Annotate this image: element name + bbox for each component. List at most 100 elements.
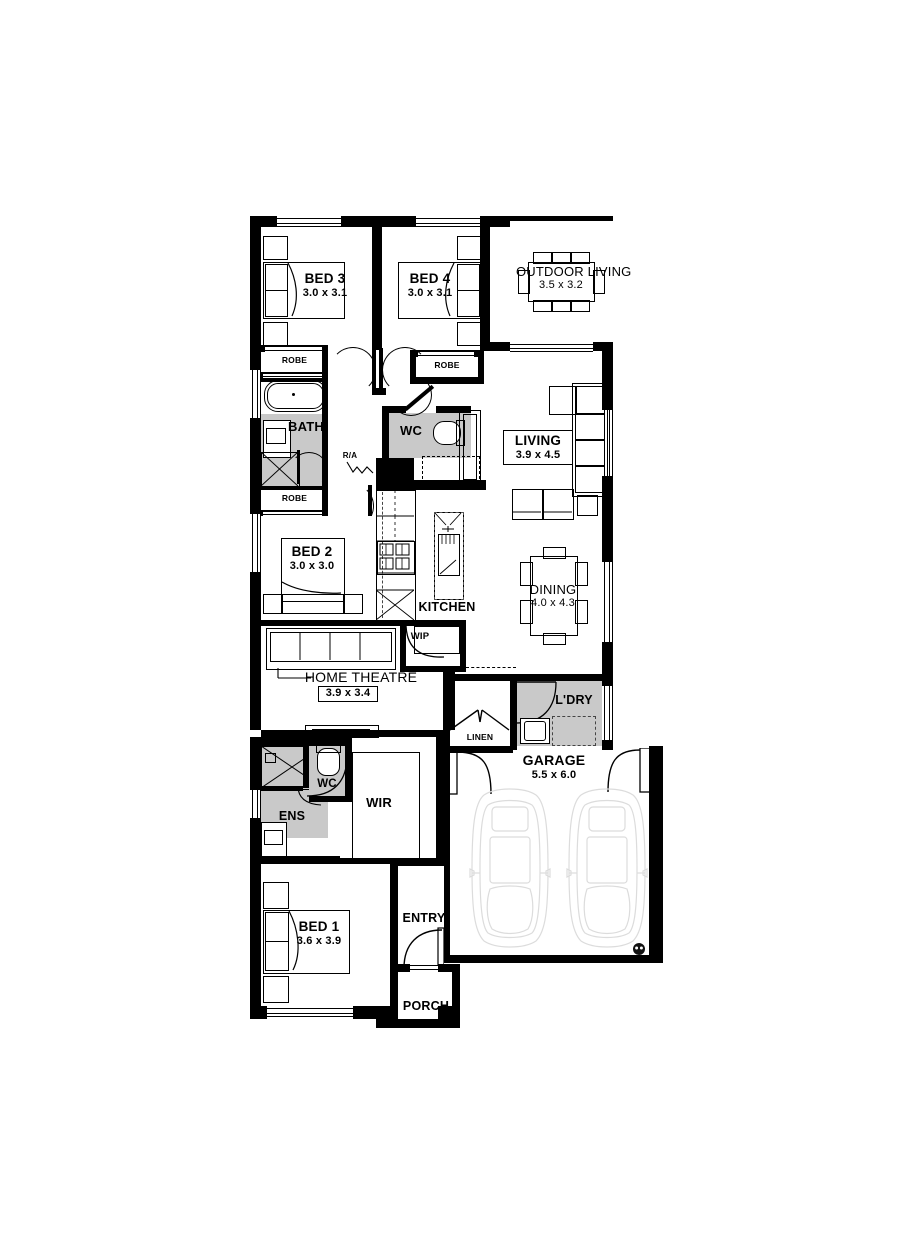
bed2-nightstand-l [263,594,283,614]
bed4-nightstand-top [457,236,481,260]
wall-ens-left-b [250,818,261,858]
bed1-pillow-a [265,912,289,942]
wall-garage-right [649,746,663,963]
label-ldry: L'DRY [555,693,593,707]
bed4-bed [398,262,481,319]
wall-theatre-top [261,620,406,626]
bed3-pillow-a [265,264,288,291]
wall-theatre-left [250,620,261,730]
bed3-bed [263,262,345,319]
door-leaf-bed2 [368,485,372,529]
wall-left-robe3 [250,344,261,370]
bed1-nightstand-top [263,882,289,909]
room-wir [352,746,436,864]
wall-right-mid [602,476,613,562]
living-side-table [577,495,598,516]
wall-robe3-right [322,345,328,378]
kitchen-pantry-tall-inner [463,414,477,480]
wip-shelf [414,626,460,654]
label-wc-main: WC [399,423,423,438]
kitchen-island-dash [434,512,464,600]
wall-ldry-top [516,674,613,681]
wall-wip-top [400,620,466,626]
wall-wir-bottom [340,858,444,866]
wall-wc-left [382,406,389,458]
wall-robe4-bottom [410,377,484,384]
living-sofa-corner [575,386,605,415]
outdoor-chair-b2 [552,300,571,312]
wall-ldry-right [602,674,613,686]
wall-right-lower [602,642,613,684]
wall-porch-left [390,962,398,1026]
car-outline-left [469,788,551,948]
wall-outdoor-bottom-l [484,342,510,351]
space-robe-bed3 [261,352,328,372]
wall-outdoor-top [510,216,613,221]
label-entry: ENTRY [402,911,446,925]
kitchen-island-detail [434,512,462,575]
door-leaf-bed4 [379,348,383,392]
wall-ens-shower-base [261,786,303,791]
door-leaf-bed3 [372,348,376,392]
ens-shower-head [265,753,276,763]
bed4-quilt-fold [445,262,455,317]
garage-floor-waste-icon [633,943,645,955]
living-sofa-seg2 [575,439,605,467]
living-sofa-l [549,386,577,415]
kitchen-tall-cupboard [444,406,464,408]
wall-top-mid [341,216,416,227]
wall-between-bed3-bed4 [372,227,382,350]
bed3-quilt-fold [287,262,297,317]
wall-ens-top [250,737,352,746]
living-sofa-outline [572,383,608,497]
bed2-bed [281,538,345,602]
bed2-pillow-row [281,594,345,614]
window-bed4 [416,218,480,227]
door-arc-ens-shower [297,785,322,806]
bath-shower-cross [261,452,298,486]
wall-linen-left [443,710,450,750]
ens-wc-cistern [316,745,341,753]
wall-garage-top-strip [443,674,517,681]
wall-bath-bottom [261,486,328,490]
bed2-quilt-fold [281,581,342,594]
sliding-door-outdoor [510,344,593,352]
wall-top-left [250,216,277,227]
door-leaf-bath [297,450,300,484]
window-ldry [604,684,613,740]
outdoor-table [528,262,595,302]
space-robe-bed2 [261,490,328,510]
wall-ens-bottom [250,856,340,864]
living-chair-2 [543,489,574,520]
wall-wcens-bottom [309,796,352,802]
dining-chair-t [543,547,566,559]
dining-chair-r2 [575,600,588,624]
outdoor-chair-t1 [533,252,552,264]
dining-chair-r1 [575,562,588,586]
kitchen-sink [438,534,460,576]
wc-cistern [456,420,465,446]
bed1-quilt-fold [288,910,299,971]
wall-left-bed2 [250,572,261,620]
wall-kitchen-block-2 [414,480,486,490]
outdoor-chair-r [593,270,605,294]
bed4-nightstand-bottom [457,322,481,346]
label-home-theatre-dim: 3.9 x 3.4 [318,686,378,702]
space-linen [450,730,510,746]
wall-garage-left [443,753,450,963]
label-bed1: BED 1 3.6 x 3.9 [296,919,342,947]
label-outdoor-living: OUTDOOR LIVING 3.5 x 3.2 [516,264,632,292]
theatre-sofa-seats [270,632,392,662]
bath-tub-drain [292,393,295,396]
wall-porch-step-l [376,1006,398,1028]
wall-entry-bottom-r [438,964,452,972]
wall-bed1-left [250,858,261,1006]
room-bed2 [261,516,372,620]
wall-hall-stub [372,388,386,395]
label-robe-bed2: ROBE [281,493,308,503]
beam-dashed [466,667,516,668]
label-dining: DINING 4.0 x 4.3 [529,582,577,610]
door-arc-garage-left [447,750,492,795]
wall-linen-bottom [443,746,513,753]
